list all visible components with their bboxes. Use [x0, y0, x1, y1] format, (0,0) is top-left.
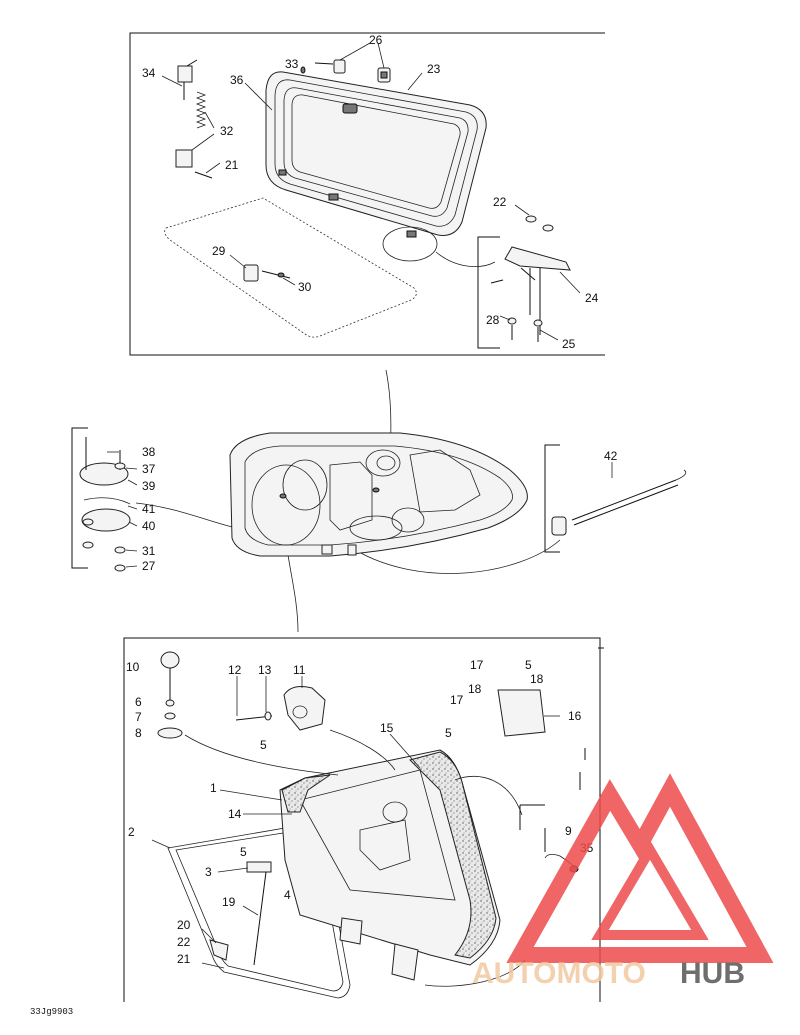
label-13: 13 [258, 663, 272, 677]
label-11: 11 [293, 663, 306, 677]
label-5d: 5 [240, 845, 247, 859]
label-8: 8 [135, 726, 142, 740]
figure-code: 33Jg9903 [30, 1007, 73, 1017]
label-30: 30 [298, 280, 312, 294]
label-41: 41 [142, 502, 156, 516]
glove-box-opening [164, 197, 417, 338]
label-7: 7 [135, 710, 142, 724]
label-3: 3 [205, 865, 212, 879]
label-40: 40 [142, 519, 156, 533]
leader-lines [107, 42, 613, 969]
label-31: 31 [142, 544, 156, 558]
part-labels: 26 33 23 34 36 32 21 22 29 30 24 28 25 3… [126, 33, 618, 966]
label-9: 9 [565, 824, 572, 838]
label-25: 25 [562, 337, 576, 351]
label-12: 12 [228, 663, 242, 677]
label-39: 39 [142, 479, 156, 493]
label-2: 2 [128, 825, 135, 839]
label-26: 26 [369, 33, 383, 47]
label-16: 16 [568, 709, 582, 723]
hull-body [229, 432, 528, 557]
label-27: 27 [142, 559, 156, 573]
left-parts-group [71, 427, 131, 572]
cable-group [544, 444, 687, 553]
label-22-top: 22 [493, 195, 507, 209]
label-14: 14 [228, 807, 242, 821]
top-panel [129, 32, 605, 356]
watermark-brand-dark: HUB [680, 957, 745, 990]
label-18b: 18 [468, 682, 482, 696]
label-4: 4 [284, 888, 291, 902]
label-5b: 5 [445, 726, 452, 740]
leader-hull-to-bottom [287, 554, 299, 633]
label-42: 42 [604, 449, 618, 463]
label-18a: 18 [530, 672, 544, 686]
label-29: 29 [212, 244, 226, 258]
label-15: 15 [380, 721, 394, 735]
seal-ring [167, 821, 351, 999]
lid-frame [265, 71, 487, 238]
label-28: 28 [486, 313, 500, 327]
label-33: 33 [285, 57, 299, 71]
label-38: 38 [142, 445, 156, 459]
label-22-bottom: 22 [177, 935, 191, 949]
label-10: 10 [126, 660, 140, 674]
label-17b: 17 [450, 693, 464, 707]
label-5c: 5 [260, 738, 267, 752]
label-21-bottom: 21 [177, 952, 191, 966]
leader-hull-to-42 [351, 539, 561, 574]
hinge-assembly [490, 215, 571, 342]
label-17a: 17 [470, 658, 484, 672]
watermark-mountain-icon [506, 773, 774, 963]
label-34: 34 [142, 66, 156, 80]
label-20: 20 [177, 918, 191, 932]
label-23: 23 [427, 62, 441, 76]
label-19: 19 [222, 895, 236, 909]
label-6: 6 [135, 695, 142, 709]
label-5a: 5 [525, 658, 532, 672]
label-36: 36 [230, 73, 244, 87]
label-1: 1 [210, 781, 217, 795]
label-37: 37 [142, 462, 156, 476]
label-24: 24 [585, 291, 599, 305]
label-21-top: 21 [225, 158, 239, 172]
watermark-brand-light: AUTOMOTO [472, 957, 646, 990]
watermark-logo: AUTOMOTO HUB [472, 773, 774, 990]
label-32: 32 [220, 124, 234, 138]
hinge-spring [175, 59, 213, 179]
